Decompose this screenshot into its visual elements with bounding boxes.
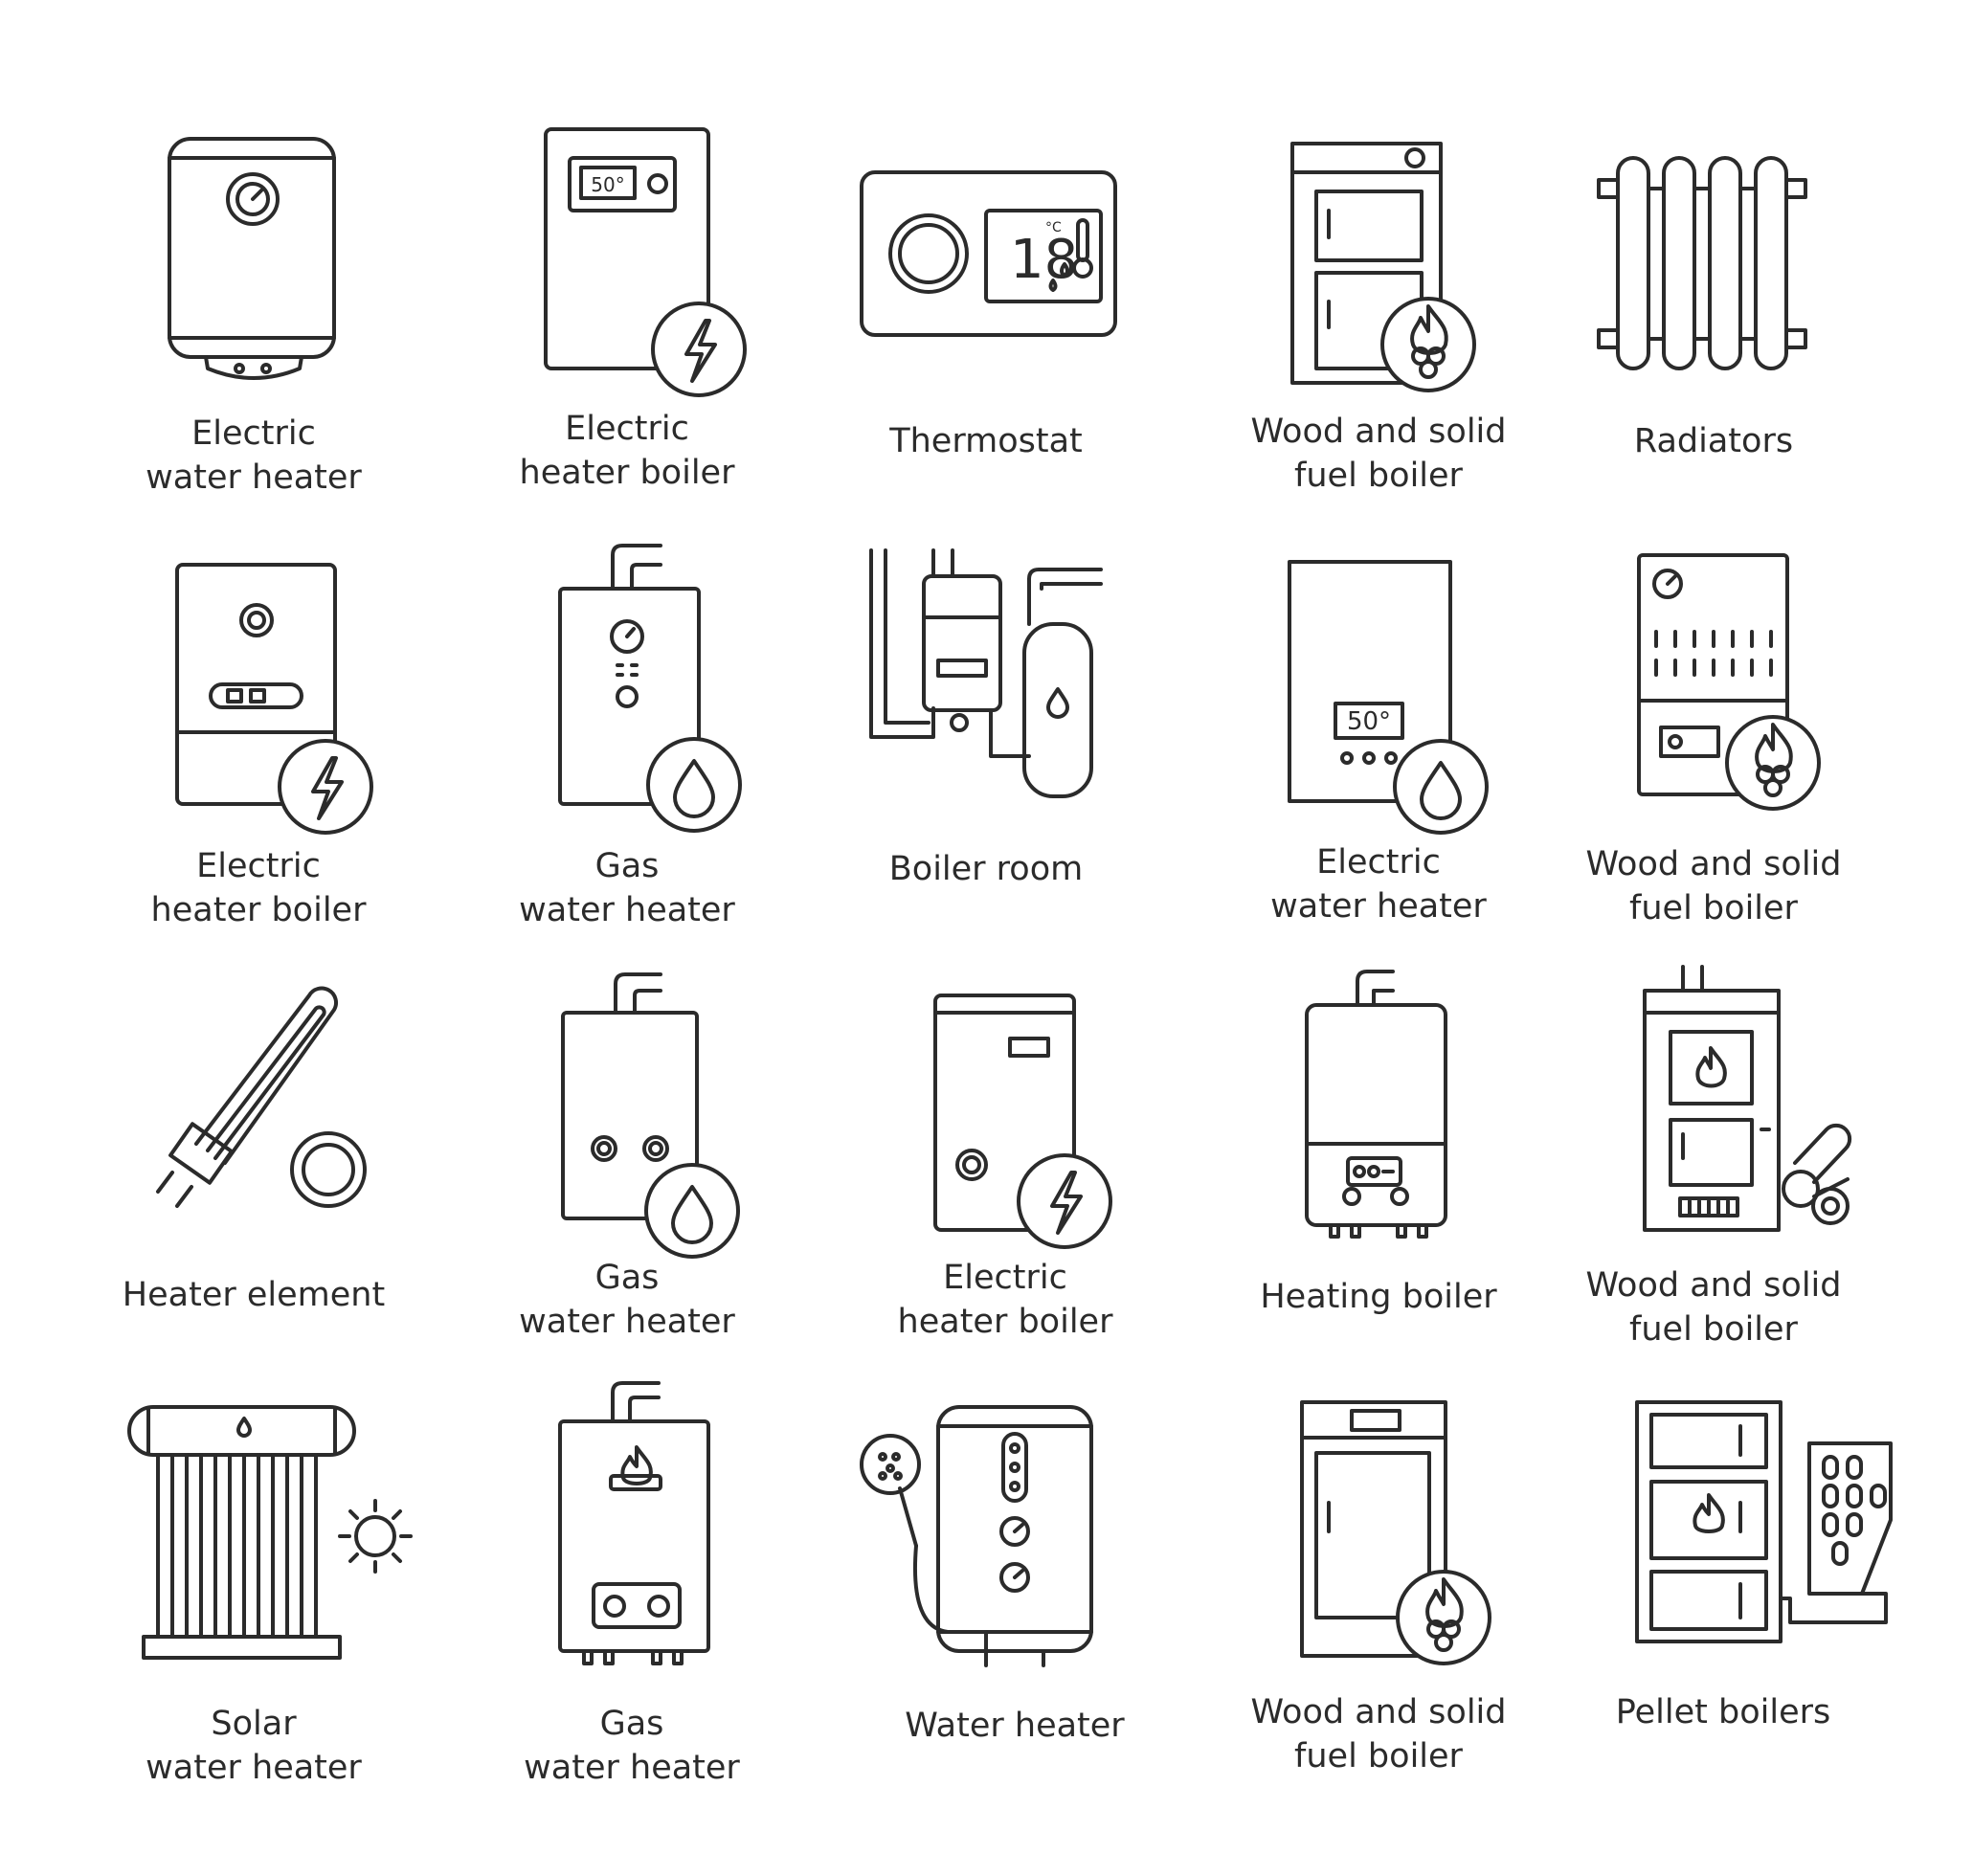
- icon-label-line: heater boiler: [519, 454, 735, 492]
- radiator-icon: [1597, 156, 1807, 370]
- electric-heater-boiler-icon: 50°: [544, 127, 747, 397]
- icon-tile: Solar water heater: [62, 1397, 445, 1799]
- icon-tile: 50° Electric heater boiler: [436, 115, 818, 517]
- solid-fuel-boiler-icon: [1643, 965, 1852, 1232]
- icon-label-line: Electric: [943, 1259, 1067, 1297]
- icon-label-line: fuel boiler: [1629, 1310, 1798, 1349]
- icon-tile: 50° Electric water heater: [1187, 536, 1570, 938]
- icon-label-line: fuel boiler: [1294, 457, 1463, 495]
- icon-label-line: heater boiler: [150, 891, 367, 929]
- icon-label-line: water heater: [146, 458, 362, 497]
- icon-label-line: Wood and solid: [1585, 1266, 1842, 1305]
- icon-label-line: Gas: [594, 1259, 660, 1297]
- electric-water-heater-icon: [168, 137, 336, 380]
- icon-tile: Electric water heater: [62, 115, 445, 517]
- electric-water-heater-icon: 50°: [1288, 560, 1489, 835]
- icon-label-line: Electric: [565, 410, 689, 448]
- icon-label-line: water heater: [1270, 887, 1487, 926]
- icon-tile: Gas water heater: [436, 967, 818, 1369]
- icon-tile: Gas water heater: [440, 1378, 823, 1787]
- heating-boiler-icon: [1305, 970, 1447, 1239]
- solid-fuel-boiler-icon: [1637, 553, 1821, 811]
- icon-label-line: Gas: [594, 847, 660, 885]
- icon-label-line: water heater: [519, 1303, 735, 1341]
- solid-fuel-boiler-icon: [1300, 1400, 1491, 1665]
- gas-water-heater-icon: [561, 972, 740, 1259]
- icon-tile: Heating boiler: [1187, 967, 1570, 1369]
- thermostat-unit: °C: [1045, 220, 1062, 235]
- boiler-display: 50°: [591, 173, 624, 196]
- icon-tile: Heater element: [62, 967, 445, 1369]
- gas-water-heater-icon: [558, 1381, 710, 1665]
- icon-tile: Wood and solid fuel boiler: [1187, 115, 1570, 517]
- icon-label-line: Wood and solid: [1250, 1693, 1507, 1731]
- icon-tile: Wood and solid fuel boiler: [1187, 1388, 1570, 1790]
- icon-label-line: Wood and solid: [1585, 845, 1842, 883]
- solar-water-heater-icon: [127, 1405, 413, 1660]
- heater-element-icon: [156, 986, 367, 1208]
- icon-label-line: Boiler room: [888, 850, 1084, 888]
- thermostat-temperature: 18: [1010, 229, 1078, 291]
- icon-label-line: water heater: [146, 1749, 362, 1787]
- icon-label-line: Electric: [1316, 843, 1441, 882]
- icon-tile: Wood and solid fuel boiler: [1522, 965, 1905, 1369]
- pellet-boiler-icon: [1635, 1400, 1893, 1643]
- icon-tile: Wood and solid fuel boiler: [1522, 536, 1905, 938]
- icon-tile: Water heater: [823, 1388, 1206, 1790]
- icon-label-line: Heater element: [122, 1276, 386, 1314]
- icon-tile: Boiler room: [795, 536, 1177, 938]
- electric-heater-boiler-icon: [933, 994, 1112, 1249]
- icon-label-line: heater boiler: [897, 1303, 1113, 1341]
- icon-label-line: Solar: [211, 1705, 297, 1743]
- icon-tile: Radiators: [1522, 115, 1905, 517]
- icon-tile: Gas water heater: [436, 536, 818, 938]
- icon-label-line: Water heater: [905, 1707, 1125, 1745]
- icon-label-line: water heater: [519, 891, 735, 929]
- icon-label-line: Pellet boilers: [1615, 1693, 1831, 1731]
- icon-label-line: Electric: [191, 414, 316, 453]
- icon-tile: 18 °C Thermostat: [795, 115, 1177, 517]
- icon-label-line: Gas: [599, 1705, 664, 1743]
- water-heater-shower-icon: [860, 1405, 1093, 1667]
- icon-label-line: fuel boiler: [1294, 1737, 1463, 1776]
- icon-label-line: Wood and solid: [1250, 413, 1507, 451]
- heater-display: 50°: [1347, 707, 1391, 736]
- icon-tile: Electric heater boiler: [814, 967, 1197, 1369]
- icon-tile: Electric heater boiler: [67, 536, 450, 938]
- icon-label-line: Radiators: [1633, 422, 1794, 460]
- boiler-room-icon: [869, 548, 1103, 798]
- icon-label-line: Electric: [196, 847, 321, 885]
- icon-label-line: fuel boiler: [1629, 889, 1798, 927]
- icon-label-line: Thermostat: [889, 422, 1083, 460]
- icon-label-line: Heating boiler: [1260, 1278, 1497, 1316]
- gas-water-heater-icon: [558, 544, 742, 833]
- electric-heater-boiler-icon: [175, 563, 373, 835]
- thermostat-icon: 18 °C: [860, 170, 1117, 337]
- solid-fuel-boiler-icon: [1290, 142, 1476, 392]
- icon-label-line: water heater: [524, 1749, 740, 1787]
- icon-tile: Pellet boilers: [1532, 1388, 1915, 1790]
